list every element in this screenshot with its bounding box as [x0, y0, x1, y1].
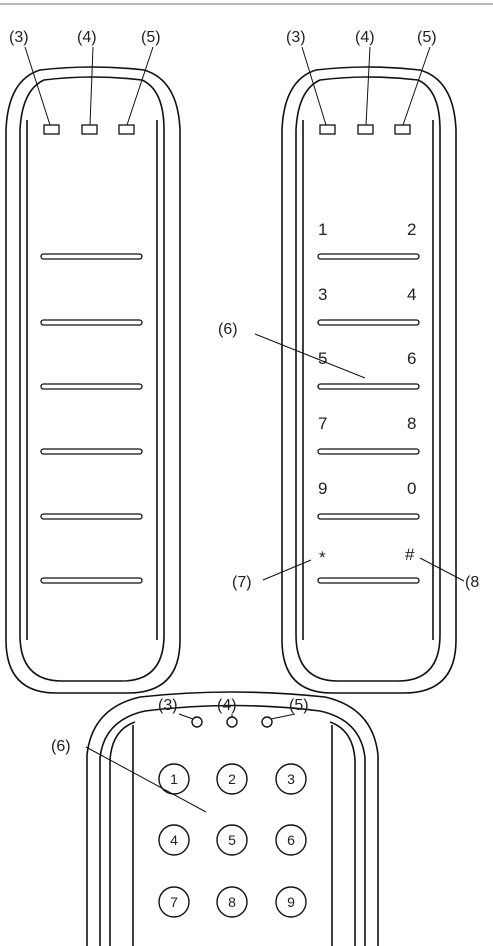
round-button-label: 4	[170, 832, 178, 848]
key-bar	[40, 383, 143, 390]
leader-lines-left	[24, 46, 154, 126]
callout-3-round: (3)	[158, 697, 178, 714]
round-button-label: 7	[170, 894, 178, 910]
round-button-label: 5	[228, 832, 236, 848]
key-bar	[40, 577, 143, 584]
reader-left-inner-face	[19, 76, 165, 682]
key-bar	[317, 253, 420, 260]
key-label: 3	[318, 285, 327, 304]
hash-key-label: #	[405, 545, 415, 564]
key-label: 5	[318, 349, 327, 368]
callout-4-round: (4)	[217, 697, 237, 714]
led-4-round	[226, 716, 238, 728]
reader-right-key-bars	[317, 253, 420, 584]
round-button-6	[275, 824, 307, 856]
round-button-4	[158, 824, 190, 856]
round-button-2	[216, 763, 248, 795]
led-5-right	[394, 124, 411, 135]
reader-bottom-bezel-right	[329, 721, 356, 946]
callout-5-round: (5)	[289, 697, 309, 714]
reader-bottom	[86, 691, 379, 946]
key-label: 6	[407, 349, 416, 368]
led-3-left	[43, 124, 60, 135]
callout-5-left: (5)	[141, 29, 161, 46]
reader-left-outer-body	[5, 66, 181, 694]
key-label: 2	[407, 220, 416, 239]
keypad-labels: 1 2 3 4 5 6 7 8 9 0 * #	[318, 220, 416, 567]
round-button-label: 8	[228, 894, 236, 910]
round-button-3	[275, 763, 307, 795]
key-bar	[317, 448, 420, 455]
reader-right	[281, 66, 457, 694]
round-button-label: 6	[287, 832, 295, 848]
led-4-right	[357, 124, 374, 135]
led-4-left	[81, 124, 98, 135]
round-button-label: 9	[287, 894, 295, 910]
key-label: 8	[407, 414, 416, 433]
callout-6-round: (6)	[51, 738, 71, 755]
callout-3-left: (3)	[9, 29, 29, 46]
round-button-8	[216, 886, 248, 918]
key-label: 4	[407, 285, 416, 304]
reader-left-key-bars	[40, 253, 143, 584]
round-buttons	[158, 763, 307, 918]
reader-bottom-leds	[191, 716, 273, 728]
led-3-right	[319, 124, 336, 135]
reader-bottom-bezel-left	[109, 721, 136, 946]
key-bar	[40, 448, 143, 455]
key-bar	[40, 253, 143, 260]
led-5-left	[118, 124, 135, 135]
round-button-7	[158, 886, 190, 918]
key-label: 9	[318, 479, 327, 498]
leader-lines-round	[85, 713, 296, 813]
callout-4-left: (4)	[77, 29, 97, 46]
key-bar	[40, 319, 143, 326]
reader-left	[5, 66, 181, 694]
round-button-label: 2	[228, 771, 236, 787]
reader-left-leds	[43, 124, 135, 135]
round-button-label: 3	[287, 771, 295, 787]
key-bar	[317, 383, 420, 390]
key-label: 1	[318, 220, 327, 239]
callout-8: (8	[465, 574, 479, 591]
reader-right-outer-body	[281, 66, 457, 694]
callout-5-right: (5)	[417, 29, 437, 46]
round-button-labels: 1 2 3 4 5 6 7 8 9	[170, 771, 295, 910]
key-bar	[317, 319, 420, 326]
callout-6-right: (6)	[218, 321, 238, 338]
star-key-label: *	[319, 548, 326, 567]
reader-bottom-inner-face	[99, 704, 366, 946]
leader-lines-right	[254, 46, 465, 582]
round-button-5	[216, 824, 248, 856]
round-button-label: 1	[170, 771, 178, 787]
callout-4-right: (4)	[355, 29, 375, 46]
key-bar	[317, 513, 420, 520]
key-bar	[40, 513, 143, 520]
led-3-round	[191, 716, 203, 728]
led-5-round	[261, 716, 273, 728]
round-button-9	[275, 886, 307, 918]
callout-3-right: (3)	[286, 29, 306, 46]
key-bar	[317, 577, 420, 584]
round-button-1	[158, 763, 190, 795]
reader-right-leds	[319, 124, 411, 135]
key-label: 0	[407, 479, 416, 498]
reader-right-inner-face	[295, 76, 441, 682]
key-label: 7	[318, 414, 327, 433]
callout-7: (7)	[232, 574, 252, 591]
reader-bottom-outer-body	[86, 691, 379, 946]
